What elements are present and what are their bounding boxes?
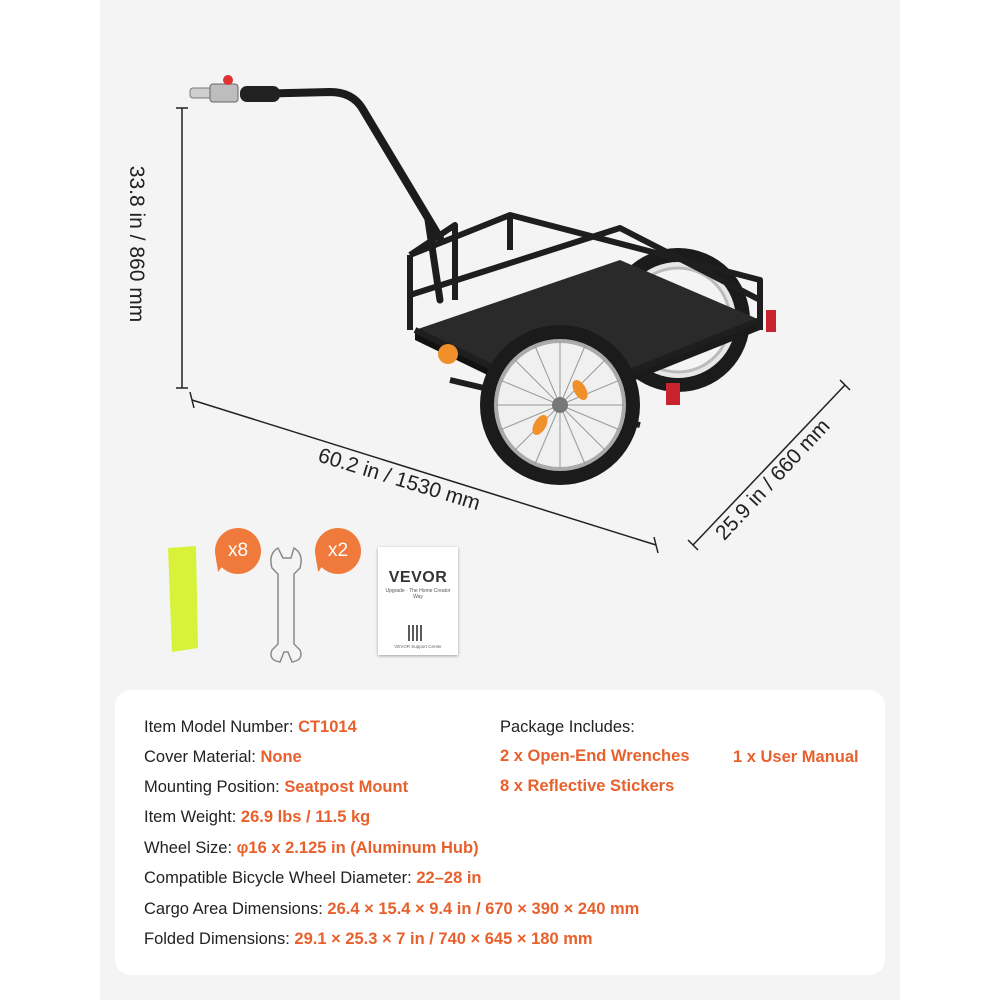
spec-mounting: Mounting Position: Seatpost Mount bbox=[144, 778, 409, 796]
spec-wheel-diameter: Compatible Bicycle Wheel Diameter: 22–28… bbox=[144, 869, 482, 887]
manual-support: VEVOR Support Center bbox=[394, 644, 442, 649]
wrench-count-badge: x2 bbox=[315, 528, 361, 574]
sticker-count-badge: x8 bbox=[215, 528, 261, 574]
manual-tagline: Upgrade · The Home Creator Way bbox=[385, 588, 451, 600]
front-wheel bbox=[480, 325, 640, 485]
spec-weight: Item Weight: 26.9 lbs / 11.5 kg bbox=[144, 808, 371, 826]
package-title: Package Includes: bbox=[500, 718, 635, 736]
reflectors bbox=[438, 310, 776, 435]
user-manual: VEVOR Upgrade · The Home Creator Way VEV… bbox=[378, 547, 458, 655]
dimension-lines bbox=[176, 107, 851, 554]
spec-wheel-size: Wheel Size: φ16 x 2.125 in (Aluminum Hub… bbox=[144, 839, 479, 857]
package-item-manual: 1 x User Manual bbox=[733, 748, 859, 766]
height-dimension: 33.8 in / 860 mm bbox=[125, 165, 149, 323]
qr-code-icon bbox=[408, 625, 424, 641]
reflective-sticker bbox=[168, 546, 198, 652]
package-item-wrenches: 2 x Open-End Wrenches bbox=[500, 747, 690, 765]
specifications-card: Item Model Number: CT1014 Cover Material… bbox=[115, 690, 885, 975]
spec-model: Item Model Number: CT1014 bbox=[144, 718, 357, 736]
spec-cargo-dimensions: Cargo Area Dimensions: 26.4 × 15.4 × 9.4… bbox=[144, 900, 640, 918]
manual-brand: VEVOR bbox=[388, 569, 448, 586]
package-item-stickers: 8 x Reflective Stickers bbox=[500, 777, 675, 795]
bike-trailer-illustration bbox=[168, 75, 851, 663]
spec-folded-dimensions: Folded Dimensions: 29.1 × 25.3 × 7 in / … bbox=[144, 930, 593, 948]
wrench bbox=[270, 546, 302, 663]
hitch-coupler bbox=[189, 75, 280, 103]
spec-cover: Cover Material: None bbox=[144, 748, 302, 766]
